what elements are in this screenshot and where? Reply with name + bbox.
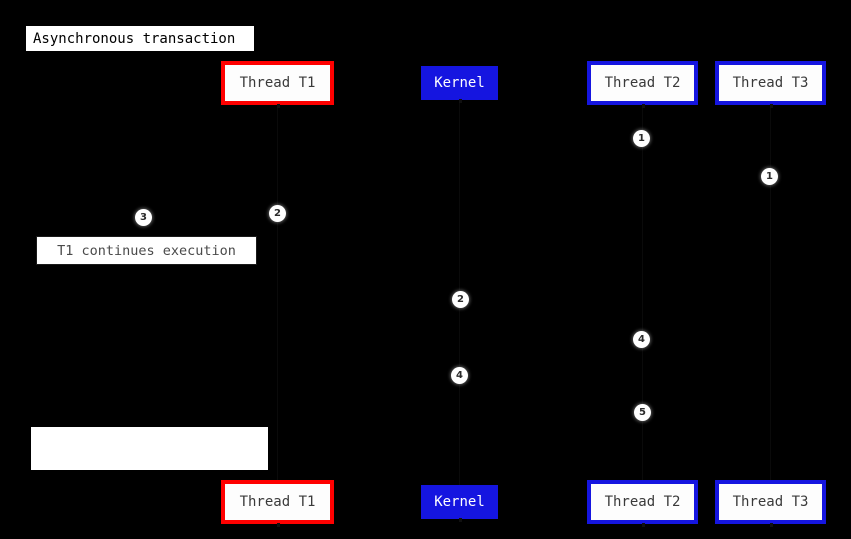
sequence-number-badge: 2 <box>269 205 286 222</box>
sequence-number-badge: 4 <box>451 367 468 384</box>
sequence-number-badge: 2 <box>452 291 469 308</box>
sequence-number-badge: 3 <box>135 209 152 226</box>
participant-top-thread-t1[interactable]: Thread T1 <box>221 61 334 105</box>
diagram-title: Asynchronous transaction <box>25 25 255 52</box>
lifeline <box>770 105 771 480</box>
note-label: T1 continues execution <box>36 236 257 265</box>
sequence-number-badge: 1 <box>633 130 650 147</box>
participant-top-thread-t3[interactable]: Thread T3 <box>715 61 826 105</box>
lifeline-connector-nub <box>641 104 645 108</box>
participant-bottom-thread-t2[interactable]: Thread T2 <box>587 480 698 524</box>
sequence-number-badge: 5 <box>634 404 651 421</box>
lifeline <box>642 105 643 480</box>
sequence-number-badge: 4 <box>633 331 650 348</box>
participant-top-kernel[interactable]: Kernel <box>421 66 498 100</box>
lifeline-connector-nub <box>276 104 280 108</box>
lifeline-connector-nub <box>458 99 462 103</box>
participant-top-thread-t2[interactable]: Thread T2 <box>587 61 698 105</box>
lifeline-connector-nub <box>458 518 462 522</box>
lifeline-connector-nub <box>276 523 280 527</box>
lifeline-connector-nub <box>769 104 773 108</box>
lifeline <box>277 105 278 480</box>
sequence-number-badge: 1 <box>761 168 778 185</box>
lifeline-connector-nub <box>641 523 645 527</box>
participant-bottom-thread-t1[interactable]: Thread T1 <box>221 480 334 524</box>
participant-bottom-thread-t3[interactable]: Thread T3 <box>715 480 826 524</box>
note-blank <box>31 427 268 470</box>
lifeline-connector-nub <box>769 523 773 527</box>
participant-bottom-kernel[interactable]: Kernel <box>421 485 498 519</box>
